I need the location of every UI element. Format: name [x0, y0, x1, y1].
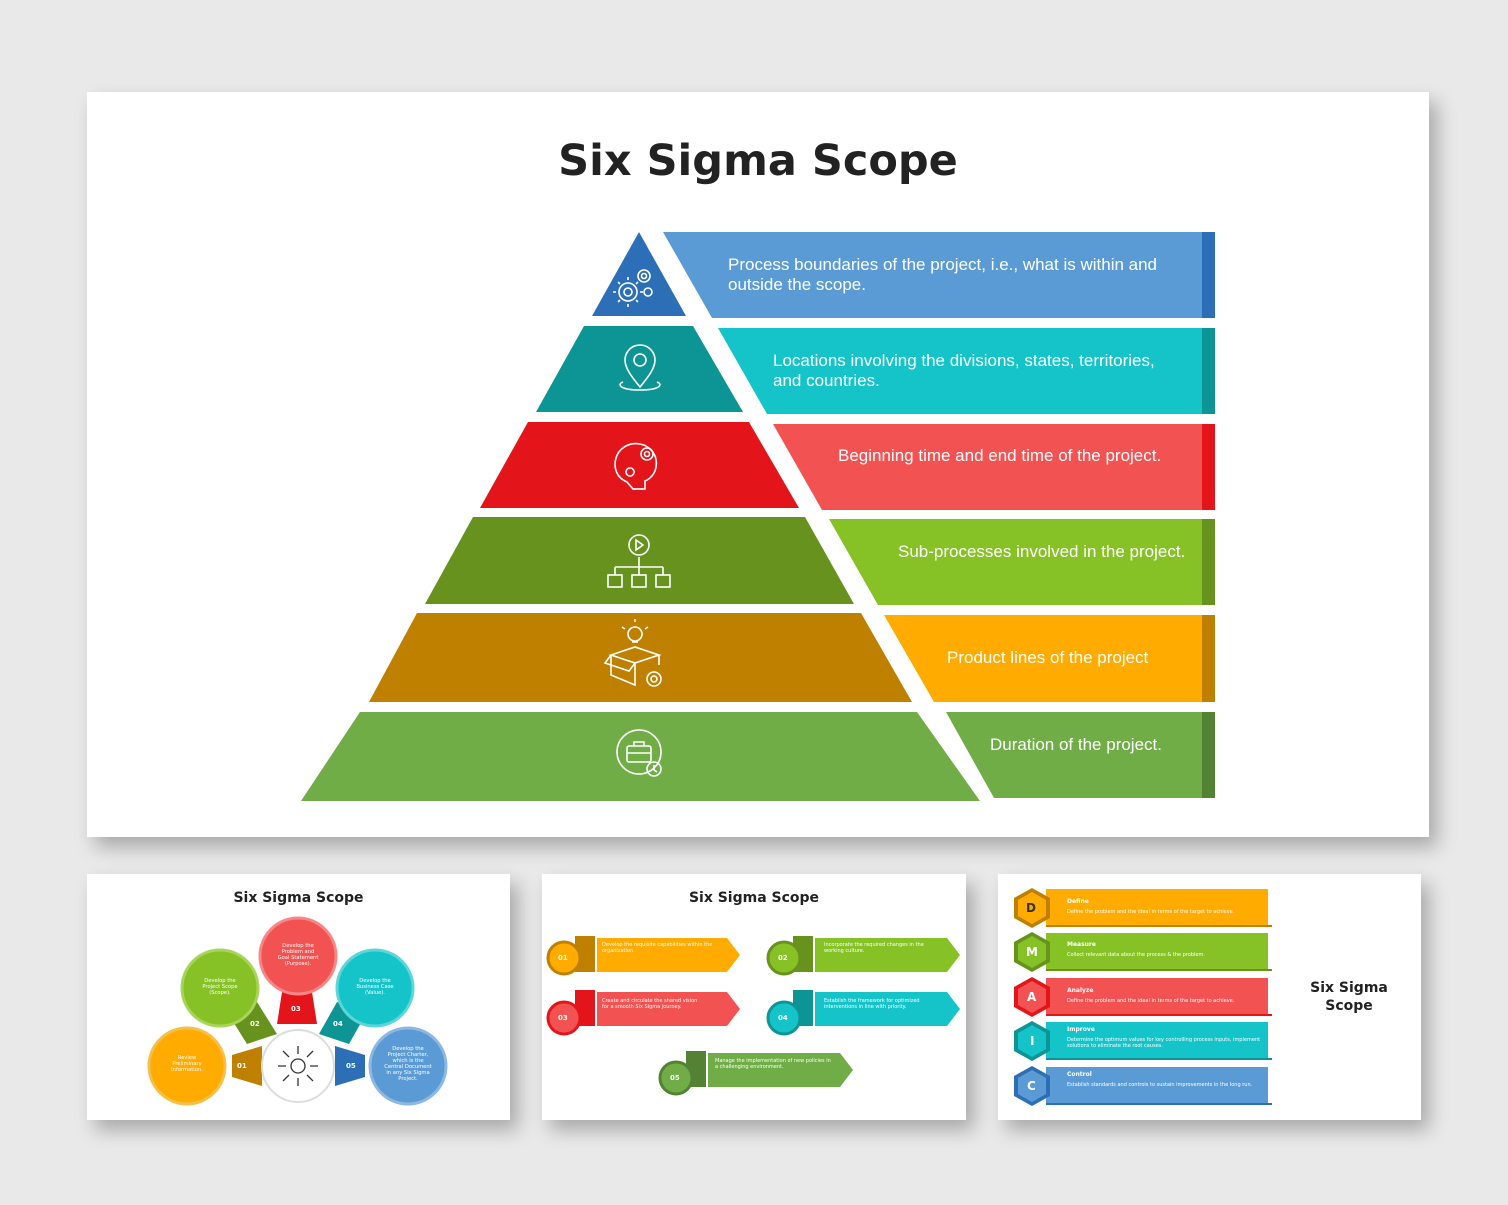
scope-band-6 — [946, 712, 1202, 798]
dmaic-label-analyze: Analyze — [1067, 987, 1094, 994]
dmaic-letter-c: C — [1027, 1079, 1036, 1093]
pyramid-tier-2 — [536, 326, 743, 412]
briefcase-gear-icon — [616, 729, 662, 777]
step-number-3: 03 — [558, 1014, 568, 1022]
arrow-step-4 — [766, 990, 960, 1036]
product-box-icon — [603, 619, 662, 687]
dmaic-letter-i: I — [1030, 1034, 1035, 1048]
step-number-4: 04 — [778, 1014, 788, 1022]
dmaic-label-improve: Improve — [1067, 1026, 1095, 1033]
scope-text-6: Duration of the project. — [990, 735, 1162, 754]
thumbnail-slide-1[interactable]: Six Sigma Scope 01 02 03 04 05 Review Pr… — [87, 874, 510, 1120]
dmaic-row-control — [1014, 1066, 1272, 1106]
dmaic-row-improve — [1014, 1021, 1272, 1061]
dmaic-label-control: Control — [1067, 1071, 1092, 1078]
band-edge-4 — [1202, 519, 1215, 605]
step-number-5: 05 — [670, 1074, 680, 1082]
scope-text-3: Beginning time and end time of the proje… — [838, 446, 1162, 465]
step-text-2: Develop the Project Scope (Scope). — [202, 978, 238, 996]
scope-band-4 — [829, 519, 1202, 605]
band-edge-1 — [1202, 232, 1215, 318]
dmaic-diagram — [1014, 888, 1272, 1106]
dmaic-letter-d: D — [1026, 901, 1036, 915]
dmaic-row-measure — [1014, 932, 1272, 972]
dmaic-label-define: Define — [1067, 898, 1089, 905]
dmaic-letter-a: A — [1027, 990, 1037, 1004]
pyramid-tier-6 — [301, 712, 980, 801]
step-text-4: Establish the framework for optimized in… — [824, 998, 920, 1010]
gears-icon — [613, 269, 653, 307]
step-number-4: 04 — [333, 1020, 343, 1028]
brain-gear-icon — [614, 442, 658, 490]
dmaic-text-define: Define the problem and the ideal in term… — [1067, 909, 1235, 915]
band-edge-6 — [1202, 712, 1215, 798]
dmaic-row-analyze — [1014, 977, 1272, 1017]
step-number-3: 03 — [291, 1005, 301, 1013]
circle-process-diagram — [147, 916, 448, 1106]
thumbnail-title: Six Sigma Scope — [688, 890, 820, 906]
dmaic-text-improve: Determine the optimum values for key con… — [1067, 1037, 1261, 1049]
arrow-step-3 — [546, 990, 740, 1036]
pyramid-tier-5 — [369, 613, 912, 702]
dmaic-label-measure: Measure — [1067, 941, 1096, 948]
network-gear-icon — [278, 1046, 318, 1086]
arrow-step-1 — [546, 936, 740, 976]
step-number-1: 01 — [558, 954, 568, 962]
thumbnail-slide-2[interactable]: Six Sigma Scope 01 02 03 04 0 — [542, 874, 966, 1120]
dmaic-text-analyze: Define the problem and the ideal in term… — [1067, 998, 1235, 1004]
dmaic-row-define — [1014, 888, 1272, 928]
process-hierarchy-icon — [607, 534, 671, 588]
dmaic-letter-m: M — [1026, 945, 1038, 959]
scope-band-1 — [663, 232, 1202, 318]
location-pin-icon — [619, 344, 661, 391]
arrow-steps-diagram — [546, 936, 960, 1096]
scope-band-2 — [718, 328, 1202, 414]
scope-band-3 — [773, 424, 1202, 510]
step-number-5: 05 — [346, 1062, 356, 1070]
scope-text-2: Locations involving the divisions, state… — [773, 351, 1155, 390]
band-edge-5 — [1202, 615, 1215, 702]
arrow-step-5 — [658, 1051, 853, 1096]
step-text-1: Review Preliminary Information. — [171, 1055, 203, 1073]
scope-text-5: Product lines of the project — [947, 648, 1149, 667]
thumbnail-title: Six Sigma Scope — [1310, 980, 1388, 1014]
scope-band-5 — [884, 615, 1202, 702]
main-slide[interactable]: Six Sigma Scope — [87, 92, 1429, 837]
pyramid-tier-3 — [480, 422, 799, 508]
step-text-1: Develop the requisite capabilities withi… — [602, 942, 713, 954]
thumbnail-slide-3[interactable]: D M A I C Define Define the problem and … — [998, 874, 1421, 1120]
step-text-5: Manage the implementation of new policie… — [715, 1058, 831, 1070]
step-text-4: Develop the Business Case (Value). — [356, 978, 394, 996]
step-number-1: 01 — [237, 1062, 247, 1070]
dmaic-text-control: Establish standards and controls to sust… — [1067, 1082, 1253, 1088]
step-text-2: Incorporate the required changes in the … — [824, 942, 924, 954]
arrow-step-2 — [766, 936, 960, 976]
step-text-5: Develop the Project Charter, which is th… — [384, 1046, 432, 1082]
slide-title: Six Sigma Scope — [558, 136, 958, 186]
thumbnail-title: Six Sigma Scope — [233, 890, 364, 906]
band-edge-2 — [1202, 328, 1215, 414]
step-number-2: 02 — [250, 1020, 260, 1028]
pyramid-diagram — [301, 232, 1215, 801]
step-text-3: Develop the Problem and Goal Statement (… — [277, 943, 319, 967]
step-number-2: 02 — [778, 954, 788, 962]
scope-text-1: Process boundaries of the project, i.e.,… — [728, 255, 1158, 294]
dmaic-text-measure: Collect relevant data about the process … — [1067, 952, 1205, 958]
band-edge-3 — [1202, 424, 1215, 510]
step-text-3: Create and circulate the shared vision f… — [602, 998, 698, 1010]
scope-text-4: Sub-processes involved in the project. — [898, 542, 1186, 561]
